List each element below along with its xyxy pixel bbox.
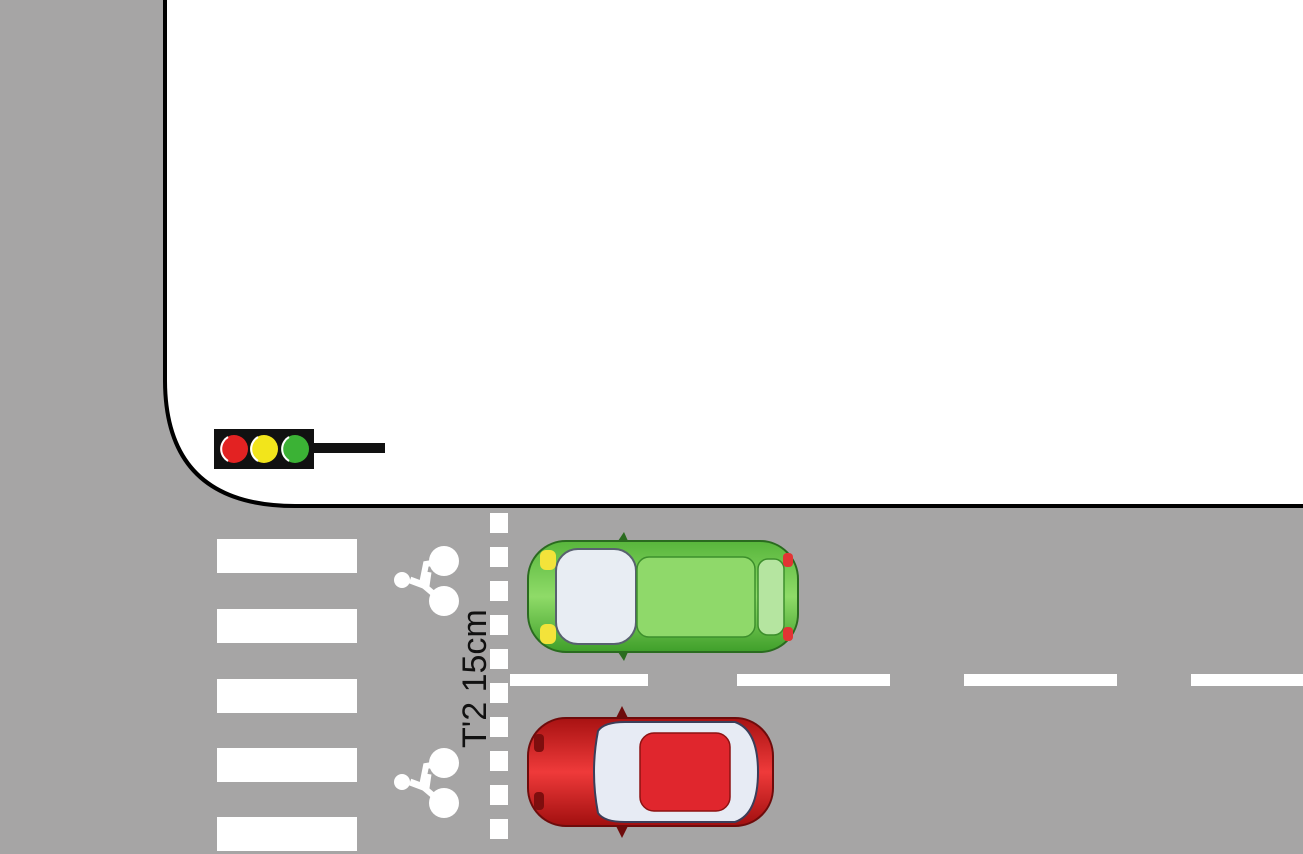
sidewalk-block	[165, 0, 1303, 506]
lane-divider	[510, 674, 1303, 686]
curb-line	[163, 0, 1303, 508]
car-icon-green	[527, 532, 799, 661]
traffic-light-green	[281, 435, 309, 463]
stop-line	[490, 513, 508, 839]
crosswalk	[217, 539, 357, 851]
bicycle-icon	[394, 748, 459, 818]
bicycle-icon	[394, 546, 459, 616]
traffic-light-icon	[214, 429, 385, 469]
traffic-light-red	[220, 435, 248, 463]
marking-label: T'2 15cm	[456, 609, 494, 748]
traffic-light-yellow	[250, 435, 278, 463]
car-icon-red	[527, 706, 774, 838]
